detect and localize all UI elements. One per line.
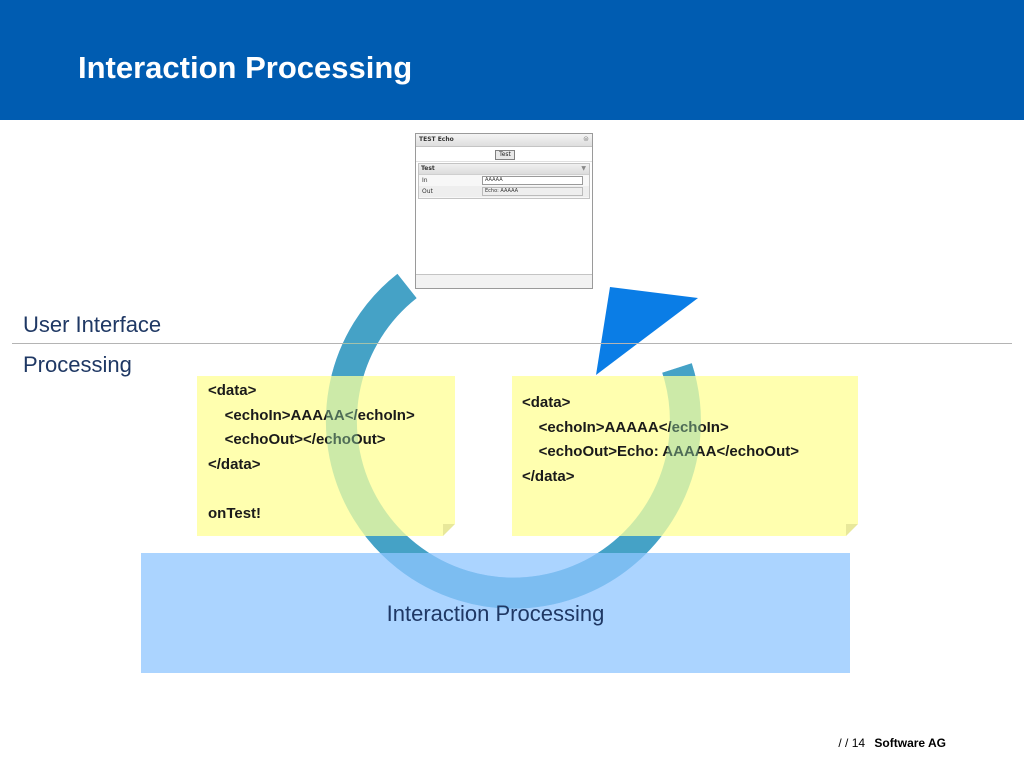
layer-divider [12, 343, 1012, 344]
close-icon[interactable]: ⊜ [583, 135, 589, 143]
note-fold [443, 524, 455, 536]
button-row: Test [416, 147, 592, 162]
header-bar: Interaction Processing [0, 0, 1024, 120]
window-titlebar: TEST Echo ⊜ [416, 134, 592, 147]
in-field[interactable]: AAAAA [482, 176, 583, 185]
note-fold [846, 524, 858, 536]
test-panel: Test ▼ In AAAAA Out Echo: AAAAA [418, 163, 590, 199]
company-name: Software AG [874, 736, 946, 750]
panel-title: Test [421, 165, 435, 172]
interaction-processing-band [141, 553, 850, 673]
window-title: TEST Echo [419, 136, 454, 143]
status-bar [416, 274, 592, 288]
row-in: In AAAAA [419, 175, 589, 186]
response-data-note: <data> <echoIn>AAAAA</echoIn> <echoOut>E… [512, 376, 858, 536]
footer: / / 14 Software AG [838, 735, 946, 751]
interaction-processing-label: Interaction Processing [386, 601, 605, 626]
request-data-note: <data> <echoIn>AAAAA</echoIn> <echoOut><… [197, 376, 455, 536]
user-interface-label: User Interface [23, 312, 162, 337]
in-label: In [422, 177, 428, 184]
test-button[interactable]: Test [495, 150, 515, 160]
request-data-text: <data> <echoIn>AAAAA</echoIn> <echoOut><… [208, 382, 415, 522]
slide-title: Interaction Processing [78, 50, 413, 85]
panel-header[interactable]: Test ▼ [419, 164, 589, 175]
row-out: Out Echo: AAAAA [419, 186, 589, 197]
arrow-head [596, 287, 698, 375]
chevron-down-icon[interactable]: ▼ [581, 165, 586, 172]
response-data-text: <data> <echoIn>AAAAA</echoIn> <echoOut>E… [522, 394, 799, 485]
out-field: Echo: AAAAA [482, 187, 583, 196]
test-echo-window: TEST Echo ⊜ Test Test ▼ In AAAAA Out Ech… [415, 133, 593, 289]
processing-label: Processing [23, 352, 132, 377]
out-label: Out [422, 188, 433, 195]
page-number: / / 14 [838, 736, 866, 750]
